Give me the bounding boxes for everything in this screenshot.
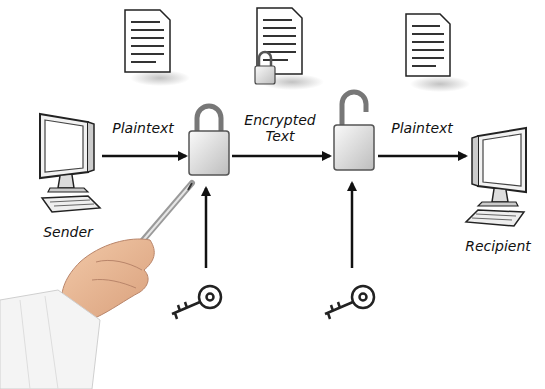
flow-arrow — [232, 155, 330, 158]
flow-label: Encrypted Text — [232, 112, 328, 144]
open-padlock — [334, 92, 374, 170]
document-icon — [406, 14, 470, 92]
node-label: Recipient — [455, 238, 541, 254]
key-icon — [325, 286, 374, 319]
flow-label: Plaintext — [100, 120, 186, 136]
document-icon — [125, 10, 190, 86]
key-icon — [172, 286, 221, 319]
computer-node: Recipient — [455, 122, 541, 256]
flow-arrow — [378, 155, 466, 158]
computer-icon — [28, 108, 108, 218]
hand-with-pen — [0, 183, 192, 389]
flow-label: Plaintext — [378, 120, 466, 136]
key-arrow — [351, 183, 354, 268]
node-label: Sender — [25, 224, 111, 240]
flow-arrow — [102, 155, 186, 158]
closed-padlock — [189, 106, 229, 175]
encrypted-document-icon — [255, 8, 324, 90]
computer-icon — [458, 122, 538, 232]
computer-node: Sender — [25, 108, 111, 242]
key-arrow — [205, 188, 208, 268]
